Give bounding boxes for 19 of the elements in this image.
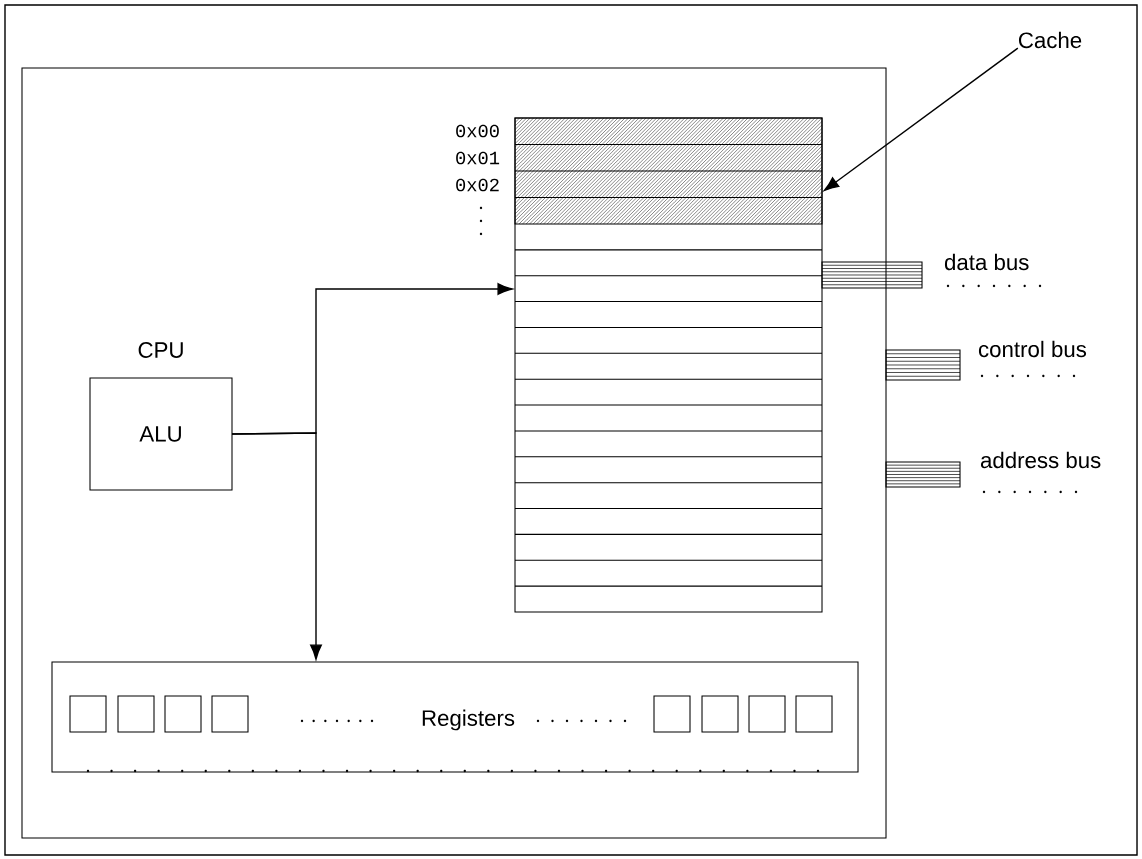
register-square — [701, 695, 739, 733]
register-square — [164, 695, 202, 733]
chip-box — [21, 67, 887, 839]
register-square — [211, 695, 249, 733]
bus-label: control bus — [978, 340, 1087, 358]
register-square — [69, 695, 107, 733]
panel-label: Registers — [422, 709, 515, 731]
cache-rows — [514, 117, 823, 225]
bus-label: data bus — [944, 253, 1029, 271]
register-square — [748, 695, 786, 733]
arrow — [231, 432, 322, 660]
arrow — [823, 47, 1019, 192]
callout-label: Cache — [1018, 31, 1082, 49]
bus-label: address bus — [980, 451, 1101, 469]
register-square — [653, 695, 691, 733]
register-square — [795, 695, 833, 733]
alu-box: ALU — [89, 377, 233, 491]
register-square — [117, 695, 155, 733]
box-heading: CPU — [138, 342, 183, 358]
